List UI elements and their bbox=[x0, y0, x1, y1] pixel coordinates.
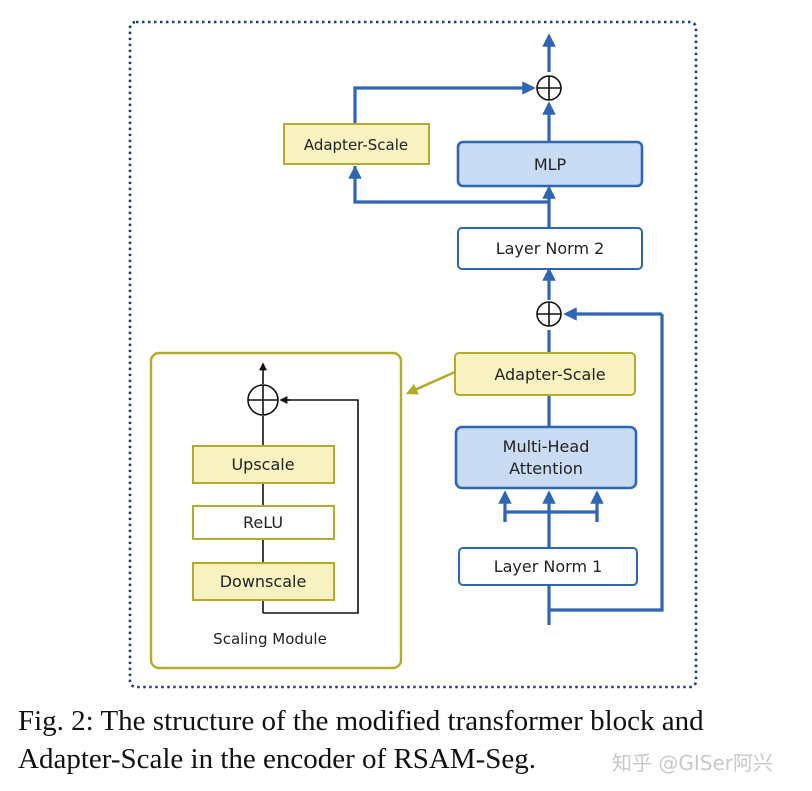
caption-line-1: Fig. 2: The structure of the modified tr… bbox=[18, 705, 704, 737]
scaling-module-title: Scaling Module bbox=[213, 630, 327, 648]
adapter-scale-mid-label: Adapter-Scale bbox=[494, 365, 605, 384]
layer-norm-2-box bbox=[457, 227, 643, 270]
relu-label: ReLU bbox=[243, 513, 283, 532]
scaling-module-connections bbox=[259, 362, 359, 614]
caption-line-2: Adapter-Scale in the encoder of RSAM-Seg… bbox=[18, 743, 537, 775]
upscale-box bbox=[192, 445, 335, 484]
dotted-frame bbox=[128, 20, 698, 689]
plus-circle-icon bbox=[247, 384, 279, 416]
transformer-connections bbox=[348, 33, 664, 625]
upscale-label: Upscale bbox=[231, 455, 294, 474]
plus-circle-icon bbox=[536, 301, 562, 327]
adapter-scale-mid-box bbox=[454, 352, 636, 396]
architecture-diagram: Adapter-Scale MLP Layer Norm 2 Adapter-S… bbox=[128, 20, 698, 689]
plus-circle-icon bbox=[536, 75, 562, 101]
layer-norm-1-box bbox=[458, 547, 638, 586]
adapter-to-module-arrow bbox=[405, 370, 456, 395]
downscale-box bbox=[192, 562, 335, 601]
mha-label-line2: Attention bbox=[509, 459, 583, 478]
relu-box bbox=[192, 505, 335, 540]
watermark: 知乎 @GISer阿兴 bbox=[612, 751, 773, 775]
layer-norm-1-label: Layer Norm 1 bbox=[494, 557, 603, 576]
adapter-scale-top-box bbox=[283, 123, 430, 165]
adapter-scale-top-label: Adapter-Scale bbox=[304, 136, 408, 154]
figure-caption: Fig. 2: The structure of the modified tr… bbox=[18, 702, 808, 778]
mlp-label: MLP bbox=[534, 155, 567, 174]
multi-head-attention-box bbox=[454, 425, 638, 490]
downscale-label: Downscale bbox=[220, 572, 307, 591]
layer-norm-2-label: Layer Norm 2 bbox=[496, 239, 605, 258]
mha-label-line1: Multi-Head bbox=[503, 437, 590, 456]
mlp-box bbox=[456, 140, 644, 188]
